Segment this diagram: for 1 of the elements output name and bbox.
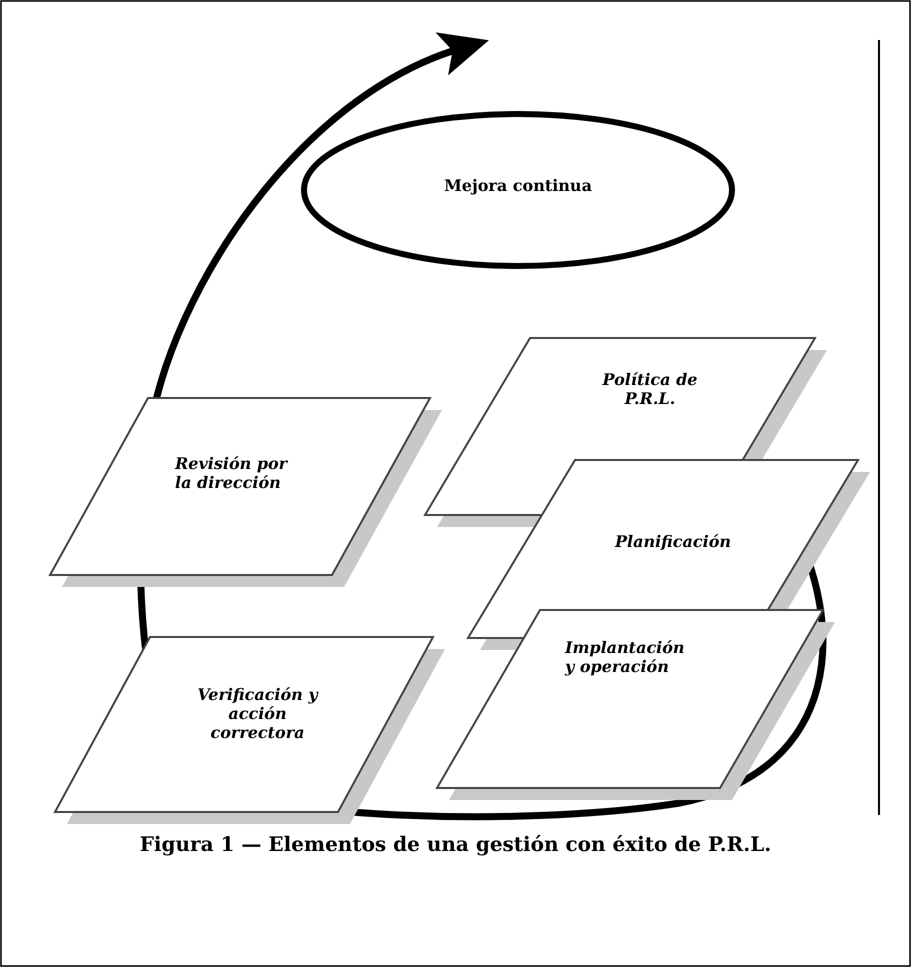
figure-caption: Figura 1 — Elementos de una gestión con éxito de P.R.L. xyxy=(138,832,772,856)
